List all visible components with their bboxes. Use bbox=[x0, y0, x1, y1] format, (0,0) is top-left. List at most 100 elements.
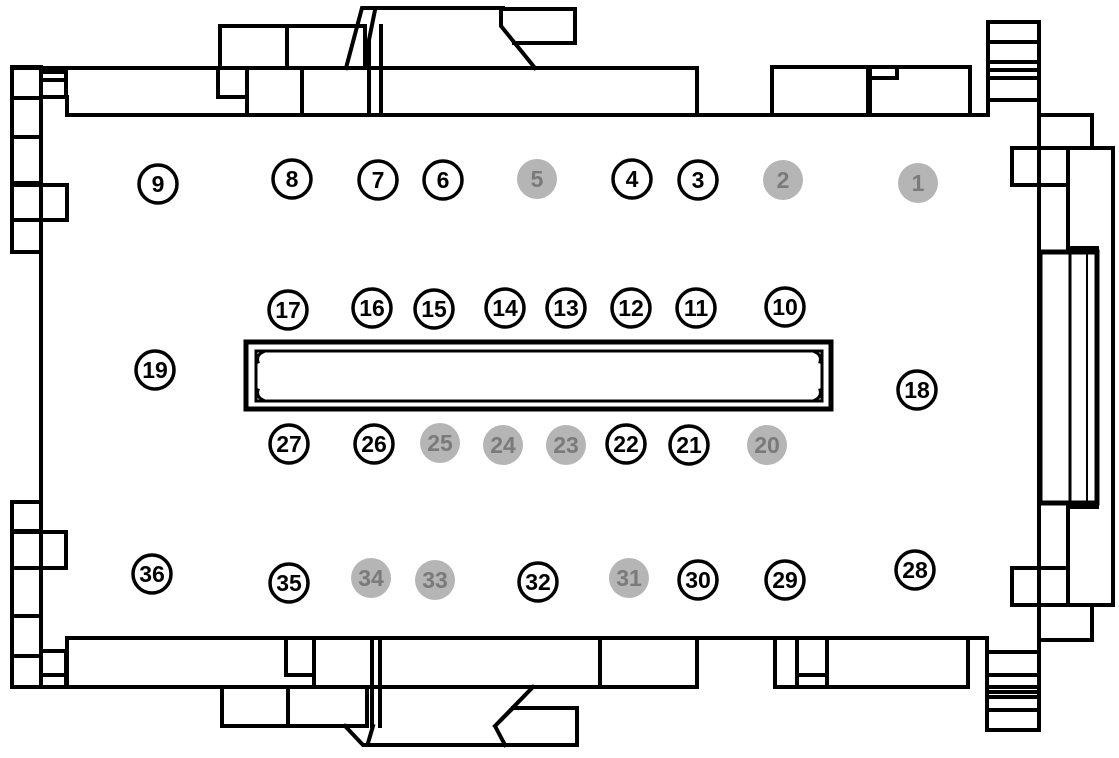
pin-circle bbox=[545, 287, 587, 329]
top-band-dividers bbox=[216, 66, 304, 117]
pin-number: 29 bbox=[772, 567, 798, 593]
pin-circle bbox=[764, 286, 806, 328]
top-strip bbox=[367, 7, 383, 117]
pin-circle bbox=[357, 159, 399, 201]
central-slot-inner bbox=[254, 349, 824, 403]
pin-number: 4 bbox=[626, 166, 639, 192]
pin-circle bbox=[268, 562, 310, 604]
pin-number: 8 bbox=[286, 166, 299, 192]
left-column-top bbox=[10, 65, 69, 254]
fuse-box-outline bbox=[10, 6, 1115, 748]
pin-31: 31 bbox=[609, 558, 649, 598]
bottom-outer-edge bbox=[10, 636, 699, 689]
pin-21: 21 bbox=[668, 424, 710, 466]
pin-circle bbox=[675, 287, 717, 329]
pin-14: 14 bbox=[484, 287, 526, 329]
pin-number: 12 bbox=[618, 295, 644, 321]
pin-20: 20 bbox=[747, 425, 787, 465]
pin-12: 12 bbox=[610, 287, 652, 329]
pin-circle bbox=[413, 288, 455, 330]
pin-number: 23 bbox=[553, 432, 579, 458]
pin-6: 6 bbox=[422, 159, 464, 201]
pin-circle bbox=[677, 559, 719, 601]
pin-number: 34 bbox=[358, 565, 384, 591]
pin-number: 11 bbox=[684, 295, 709, 321]
right-upper-cluster bbox=[1010, 113, 1115, 607]
pin-10: 10 bbox=[764, 286, 806, 328]
pin-circle bbox=[267, 289, 309, 331]
pin-number: 2 bbox=[777, 167, 790, 193]
pin-number: 33 bbox=[422, 567, 448, 593]
pin-number: 1 bbox=[912, 170, 925, 196]
pins-layer: 1234567891011121314151617181920212223242… bbox=[131, 158, 938, 604]
pin-circle bbox=[351, 287, 393, 329]
pin-number: 3 bbox=[692, 167, 705, 193]
pin-23: 23 bbox=[546, 425, 586, 465]
pin-1: 1 bbox=[898, 163, 938, 203]
pin-number: 16 bbox=[359, 295, 385, 321]
pin-33: 33 bbox=[415, 560, 455, 600]
pin-number: 5 bbox=[531, 166, 544, 192]
pin-number: 20 bbox=[754, 432, 780, 458]
pin-circle-highlighted bbox=[351, 558, 391, 598]
pin-36: 36 bbox=[131, 553, 173, 595]
pin-34: 34 bbox=[351, 558, 391, 598]
pin-number: 7 bbox=[372, 167, 385, 193]
pin-number: 35 bbox=[276, 570, 302, 596]
bottom-band-dividers bbox=[284, 636, 602, 689]
pin-circle bbox=[268, 423, 310, 465]
pin-9: 9 bbox=[137, 163, 179, 205]
pin-number: 19 bbox=[142, 357, 168, 383]
pin-number: 6 bbox=[437, 167, 450, 193]
pin-number: 36 bbox=[139, 561, 165, 587]
pin-number: 31 bbox=[616, 565, 642, 591]
pin-circle-highlighted bbox=[747, 425, 787, 465]
pin-circle bbox=[896, 369, 938, 411]
pin-circle-highlighted bbox=[420, 423, 460, 463]
pin-32: 32 bbox=[517, 561, 559, 603]
top-right-ladder bbox=[986, 20, 1041, 117]
pin-circle bbox=[605, 423, 647, 465]
pin-circle bbox=[137, 163, 179, 205]
pin-circle bbox=[353, 423, 395, 465]
pin-number: 27 bbox=[276, 431, 302, 457]
pin-circle bbox=[764, 559, 806, 601]
pin-17: 17 bbox=[267, 289, 309, 331]
central-slot-corner-hooks bbox=[256, 350, 822, 402]
pin-circle bbox=[517, 561, 559, 603]
bottom-tab-boxes bbox=[220, 685, 369, 728]
pin-18: 18 bbox=[896, 369, 938, 411]
pin-circle-highlighted bbox=[898, 163, 938, 203]
pin-2: 2 bbox=[763, 160, 803, 200]
pin-circle bbox=[484, 287, 526, 329]
pin-number: 14 bbox=[492, 295, 518, 321]
pin-4: 4 bbox=[611, 158, 653, 200]
top-tab-boxes bbox=[218, 24, 367, 70]
right-lower-cluster bbox=[1010, 501, 1115, 642]
pin-24: 24 bbox=[483, 425, 523, 465]
pin-22: 22 bbox=[605, 423, 647, 465]
bottom-handle bbox=[342, 684, 579, 748]
pin-circle bbox=[134, 349, 176, 391]
pin-7: 7 bbox=[357, 159, 399, 201]
top-left-inner-box bbox=[39, 70, 69, 117]
pin-number: 10 bbox=[772, 294, 798, 320]
pin-number: 9 bbox=[152, 171, 165, 197]
bottom-strip bbox=[365, 636, 382, 746]
pin-27: 27 bbox=[268, 423, 310, 465]
pin-circle-highlighted bbox=[763, 160, 803, 200]
pin-number: 25 bbox=[427, 430, 453, 456]
pin-circle bbox=[422, 159, 464, 201]
pin-circle bbox=[668, 424, 710, 466]
pin-3: 3 bbox=[677, 159, 719, 201]
pin-number: 17 bbox=[275, 297, 301, 323]
bottom-right-ladder bbox=[985, 636, 1041, 732]
pin-number: 15 bbox=[421, 296, 447, 322]
pin-circle-highlighted bbox=[609, 558, 649, 598]
pin-circle bbox=[611, 158, 653, 200]
pin-number: 30 bbox=[685, 567, 711, 593]
pin-29: 29 bbox=[764, 559, 806, 601]
top-handle bbox=[343, 6, 577, 71]
